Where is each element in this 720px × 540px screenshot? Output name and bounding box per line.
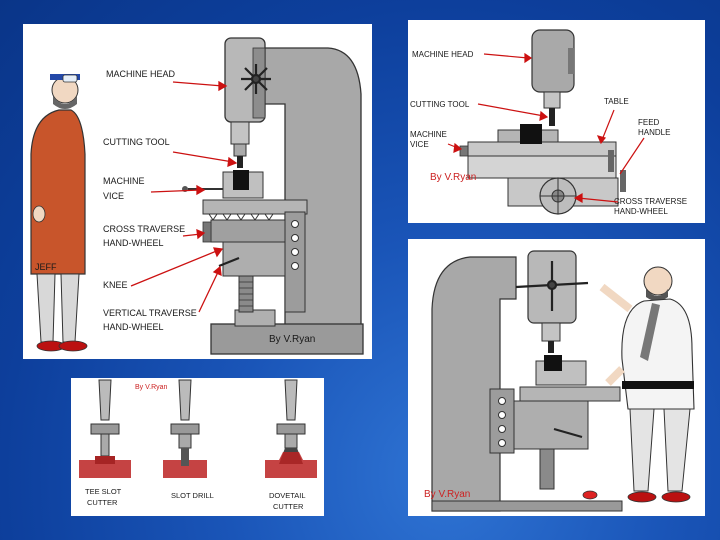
side-label-cross-traverse-line2: HAND-WHEEL: [614, 207, 668, 216]
side-table: [467, 141, 617, 157]
operator-knee: [513, 400, 589, 450]
operator-slide-bolts: [498, 397, 506, 447]
side-spindle: [543, 91, 561, 109]
cutters-diagram: By V.Ryan TEE SLOT CUTTER SLOT DRILL DOV…: [79, 379, 317, 511]
label-machine-vice-line1: MACHINE: [103, 176, 145, 186]
side-vice-handle-icon: [459, 145, 469, 157]
screw-thread: [239, 281, 253, 307]
operator-vertical-handwheel-icon: [553, 427, 583, 439]
dovetail-label-line2: CUTTER: [273, 502, 304, 511]
stop-button-icon: [582, 490, 598, 500]
workpiece: [233, 170, 249, 190]
tee-slot-label-line2: CUTTER: [87, 498, 118, 507]
label-vertical-traverse-line1: VERTICAL TRAVERSE: [103, 308, 197, 318]
side-label-machine-head: MACHINE HEAD: [412, 50, 474, 59]
label-cross-traverse-line1: CROSS TRAVERSE: [103, 224, 185, 234]
side-view-diagram: MACHINE HEAD CUTTING TOOL TABLE FEED HAN…: [410, 29, 687, 216]
side-label-machine-vice-line1: MACHINE: [410, 130, 447, 139]
credit-cutters: By V.Ryan: [135, 384, 168, 391]
side-label-feed-handle-line2: HANDLE: [638, 128, 670, 137]
credit-operator: By V.Ryan: [424, 489, 470, 500]
safety-goggles-icon: [62, 74, 78, 83]
cross-traverse-handwheel-icon: [202, 221, 212, 243]
dovetail-cutter-icon: [265, 379, 317, 478]
side-label-table: TABLE: [604, 97, 629, 106]
label-cutting-tool: CUTTING TOOL: [103, 137, 170, 147]
label-cross-traverse-line2: HAND-WHEEL: [103, 238, 164, 248]
cutters-diagram-panel: By V.Ryan TEE SLOT CUTTER SLOT DRILL DOV…: [71, 378, 324, 516]
person-jeff: [30, 74, 88, 352]
tee-slot-cutter-icon: [79, 379, 131, 478]
operator-diagram: By V.Ryan: [424, 250, 695, 512]
operator-tie: [640, 303, 660, 361]
side-label-feed-handle-line1: FEED: [638, 118, 660, 127]
lab-coat: [30, 109, 86, 275]
head-handwheel-icon: [241, 64, 271, 94]
operator-machine-column: [431, 256, 517, 512]
side-label-cross-traverse-line1: CROSS TRAVERSE: [614, 197, 687, 206]
operator-spindle: [541, 322, 561, 342]
side-cutting-tool: [549, 108, 555, 126]
slot-drill-label: SLOT DRILL: [171, 491, 214, 500]
operator-machine-base: [431, 500, 623, 512]
side-label-cutting-tool: CUTTING TOOL: [410, 100, 470, 109]
slide-bolts: [291, 220, 299, 270]
machine-foot: [234, 309, 276, 327]
operator-elevating-screw: [539, 448, 555, 490]
operator-person: [599, 266, 695, 503]
operator-table: [519, 386, 621, 402]
person-name-label: JEFF: [35, 262, 57, 272]
cutting-tool: [237, 156, 243, 168]
tee-slot-label-line1: TEE SLOT: [85, 487, 122, 496]
knee: [222, 241, 286, 277]
operator-head-handwheel-icon: [515, 261, 589, 311]
label-knee: KNEE: [103, 280, 128, 290]
side-saddle: [467, 155, 617, 179]
milling-machine-diagram: JEFF MACHINE HEAD CUTTING TOOL MACHINE V…: [30, 37, 364, 355]
label-machine-vice-line2: VICE: [103, 191, 124, 201]
side-machine-head: [531, 29, 575, 93]
operator-workpiece: [544, 355, 562, 371]
pointer-arrows: [130, 80, 238, 313]
slot-drill-icon: [163, 379, 207, 478]
operator-belt: [622, 381, 694, 389]
side-feed-handle-icon: [608, 150, 614, 172]
operator-cutting-tool: [548, 341, 554, 353]
machine-column: [254, 47, 362, 343]
spindle: [230, 121, 250, 145]
credit-main: By V.Ryan: [269, 334, 315, 345]
label-machine-head: MACHINE HEAD: [106, 69, 176, 79]
saddle: [210, 219, 286, 243]
side-workpiece: [520, 124, 542, 144]
credit-side: By V.Ryan: [430, 172, 476, 183]
machine-base: [210, 323, 364, 355]
side-view-diagram-panel: MACHINE HEAD CUTTING TOOL TABLE FEED HAN…: [408, 20, 705, 223]
side-head-handle: [568, 48, 574, 74]
dovetail-label-line1: DOVETAIL: [269, 491, 306, 500]
vertical-traverse-handwheel-icon: [218, 256, 240, 268]
side-pointer-arrows: [447, 52, 645, 204]
machine-table: [202, 199, 308, 215]
side-label-machine-vice-line2: VICE: [410, 140, 429, 149]
milling-machine-diagram-panel: JEFF MACHINE HEAD CUTTING TOOL MACHINE V…: [23, 24, 372, 359]
tool-holder: [233, 143, 247, 157]
table-slots: [208, 213, 274, 221]
operator-diagram-panel: By V.Ryan: [408, 239, 705, 516]
label-vertical-traverse-line2: HAND-WHEEL: [103, 322, 164, 332]
